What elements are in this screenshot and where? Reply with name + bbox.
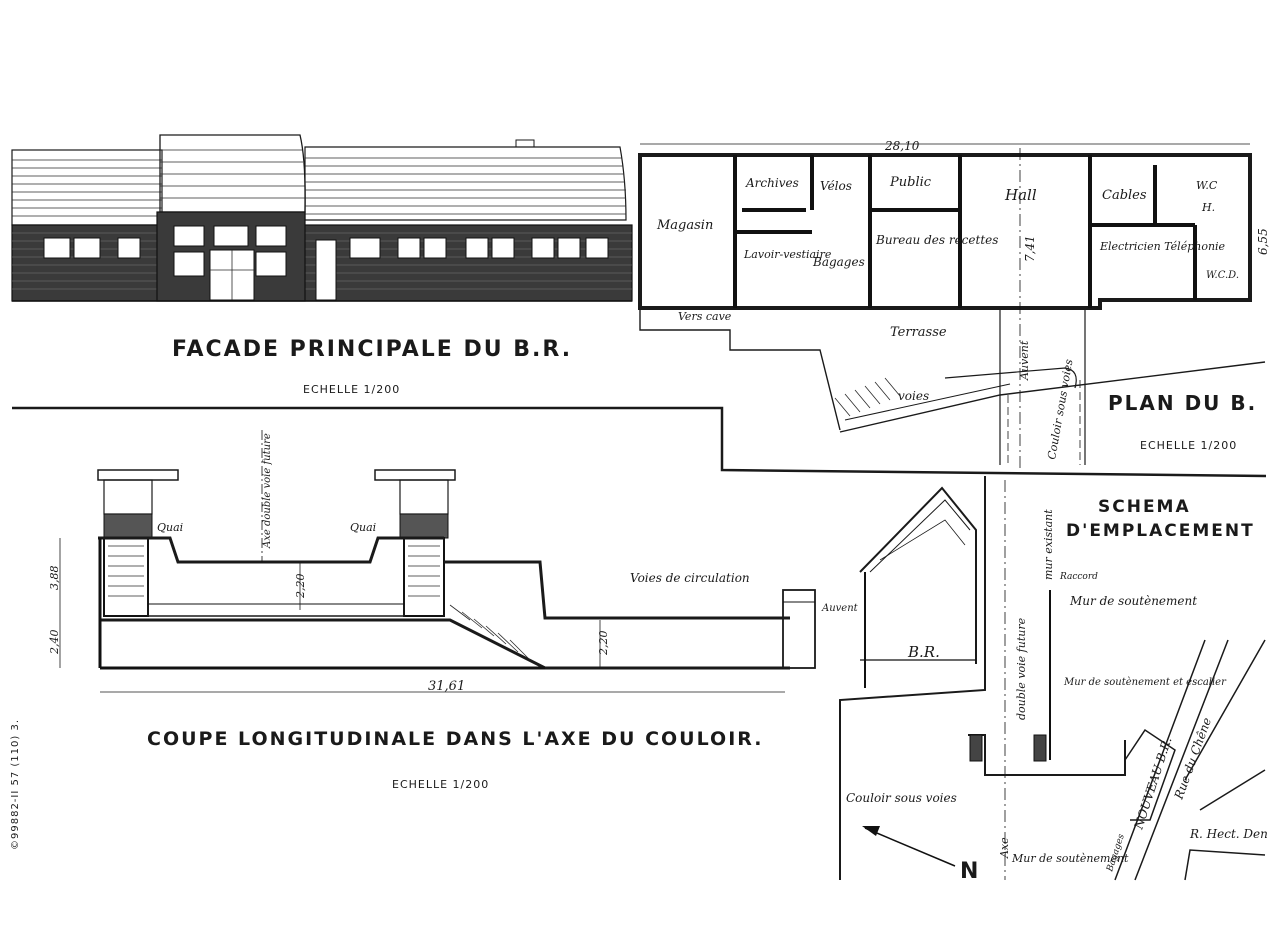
label-double-voie: double voie future bbox=[1015, 617, 1028, 720]
room-cables: Cables bbox=[1102, 188, 1147, 203]
room-bagages: Bagages bbox=[812, 255, 865, 269]
plan-dim-width: 28,10 bbox=[884, 139, 920, 153]
section-title: COUPE LONGITUDINALE DANS L'AXE DU COULOI… bbox=[147, 728, 763, 750]
site-scheme: SCHEMA D'EMPLACEMENT double voie future … bbox=[839, 476, 1268, 884]
section-dim-length: 31,61 bbox=[428, 679, 465, 694]
label-axe-site: Axe bbox=[998, 837, 1011, 859]
plan-dim-hall: 7,41 bbox=[1023, 235, 1037, 262]
label-couloir-plan: Couloir sous voies bbox=[1045, 358, 1075, 461]
room-public: Public bbox=[889, 175, 932, 190]
label-voies: voies bbox=[898, 389, 929, 403]
north-arrow-label: N bbox=[960, 859, 980, 884]
label-vers-cave: Vers cave bbox=[678, 310, 732, 323]
section-dim-h2: 2,40 bbox=[48, 630, 61, 656]
section-dim-h4: 2,20 bbox=[597, 631, 610, 657]
label-rue-hect: R. Hect. Den bbox=[1189, 827, 1268, 841]
label-mur-existant: mur existant bbox=[1042, 509, 1055, 580]
section-dim-h3: 2,20 bbox=[294, 574, 307, 600]
label-axe-voie: Axe double voie future bbox=[262, 433, 273, 549]
room-lavoir: Lavoir-vestiaire bbox=[743, 248, 832, 261]
plan-title: PLAN DU B. bbox=[1108, 391, 1257, 415]
section-scale: ECHELLE 1/200 bbox=[392, 778, 489, 791]
label-auvent-section: Auvent bbox=[821, 603, 859, 614]
facade-elevation bbox=[11, 134, 633, 302]
label-quai-right: Quai bbox=[350, 521, 376, 534]
room-magasin: Magasin bbox=[656, 218, 713, 233]
room-wc: W.C bbox=[1196, 179, 1218, 192]
label-quai-left: Quai bbox=[157, 521, 183, 534]
label-raccord: Raccord bbox=[1059, 572, 1098, 582]
label-couloir-site: Couloir sous voies bbox=[846, 791, 957, 805]
label-nouveau-br: NOUVEAU B.R. bbox=[1131, 735, 1174, 832]
room-h: H. bbox=[1201, 201, 1215, 214]
room-archives: Archives bbox=[745, 176, 799, 190]
label-rue-chene: Rue du Chêne bbox=[1171, 716, 1214, 802]
room-wcd: W.C.D. bbox=[1206, 270, 1239, 281]
margin-note: ©99882-II 57 (110) 3. bbox=[10, 719, 21, 850]
facade-title: FACADE PRINCIPALE DU B.R. bbox=[172, 337, 572, 362]
label-br: B.R. bbox=[907, 643, 940, 661]
section-dim-h1: 3,88 bbox=[48, 566, 61, 591]
plan-dim-depth: 6,55 bbox=[1256, 228, 1270, 255]
site-title-line2: D'EMPLACEMENT bbox=[1066, 521, 1255, 541]
facade-scale: ECHELLE 1/200 bbox=[303, 383, 400, 396]
room-velos: Vélos bbox=[820, 179, 852, 193]
site-title-line1: SCHEMA bbox=[1098, 497, 1191, 517]
label-terrasse: Terrasse bbox=[890, 325, 947, 340]
label-mur-soutenement: Mur de soutènement bbox=[1069, 594, 1197, 608]
label-mur-bas: Mur de soutènement bbox=[1011, 852, 1129, 865]
label-voies-circulation: Voies de circulation bbox=[630, 571, 750, 585]
longitudinal-section: 31,61 3,88 2,40 2,20 2,20 Quai Quai Axe … bbox=[48, 430, 977, 694]
room-electricien: Electricien Téléphonie bbox=[1099, 240, 1226, 253]
plan-scale: ECHELLE 1/200 bbox=[1140, 439, 1237, 452]
room-bureau: Bureau des recettes bbox=[875, 233, 998, 247]
label-mur-escalier: Mur de soutènement et escalier bbox=[1063, 677, 1227, 688]
ground-floor-plan: 28,10 6,55 7,41 bbox=[638, 139, 1270, 470]
room-hall: Hall bbox=[1004, 186, 1037, 204]
label-auvent-plan: Auvent bbox=[1018, 340, 1031, 381]
